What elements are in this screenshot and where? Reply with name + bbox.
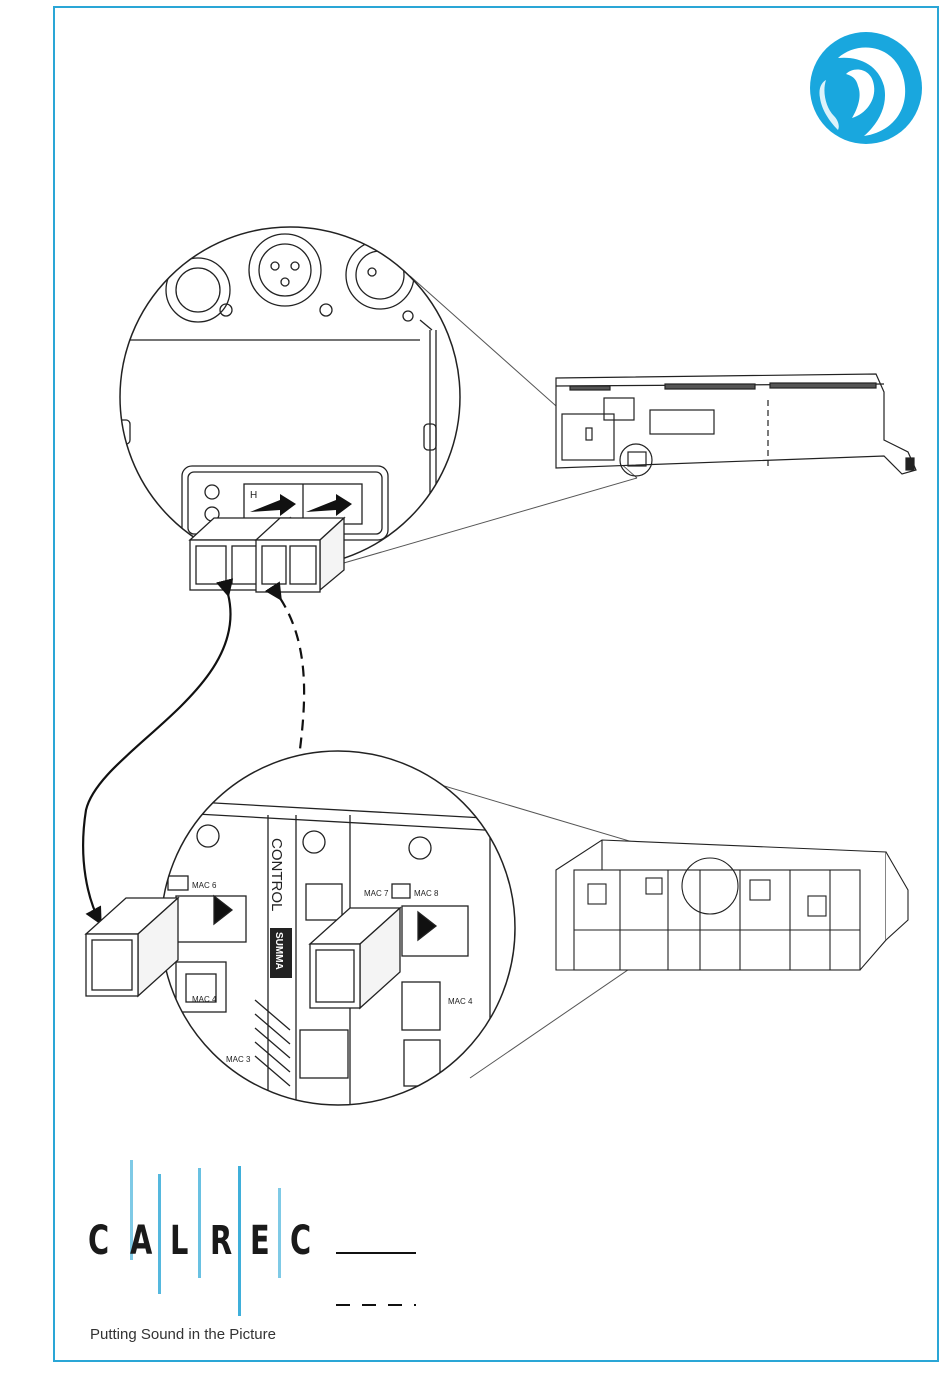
brand-tagline: Putting Sound in the Picture bbox=[90, 1326, 276, 1343]
top-magnifier: H bbox=[118, 227, 460, 592]
logo-letter-c: C bbox=[88, 1218, 109, 1264]
connector-label: H bbox=[250, 490, 257, 501]
face-profile-icon bbox=[810, 32, 922, 144]
control-panel-label: CONTROL bbox=[268, 838, 285, 911]
mac7-label: MAC 7 bbox=[364, 889, 389, 898]
mac8-label: MAC 8 bbox=[414, 889, 439, 898]
logo-letter-r: R bbox=[210, 1218, 232, 1264]
summa-badge: SUMMA bbox=[270, 928, 292, 978]
logo-letter-a: A bbox=[130, 1218, 152, 1264]
summa-label: SUMMA bbox=[273, 932, 284, 970]
logo-letter-e: E bbox=[250, 1218, 270, 1264]
rack-illustration bbox=[556, 840, 908, 970]
bottom-magnifier: MAC 6 MAC 4 MAC 3 MAC 7 MAC 8 MAC 4 CONT… bbox=[86, 751, 520, 1110]
mac3-left-label: MAC 3 bbox=[226, 1055, 251, 1064]
logo-letter-l: L bbox=[170, 1218, 188, 1264]
logo-letter-c2: C bbox=[290, 1218, 311, 1264]
mac4-right-label: MAC 4 bbox=[448, 997, 473, 1006]
mac6-left-label: MAC 6 bbox=[192, 881, 217, 890]
console-illustration bbox=[556, 374, 916, 476]
mac4-left-label: MAC 4 bbox=[192, 995, 217, 1004]
calrec-wordmark: C A L R E C bbox=[84, 1218, 324, 1268]
